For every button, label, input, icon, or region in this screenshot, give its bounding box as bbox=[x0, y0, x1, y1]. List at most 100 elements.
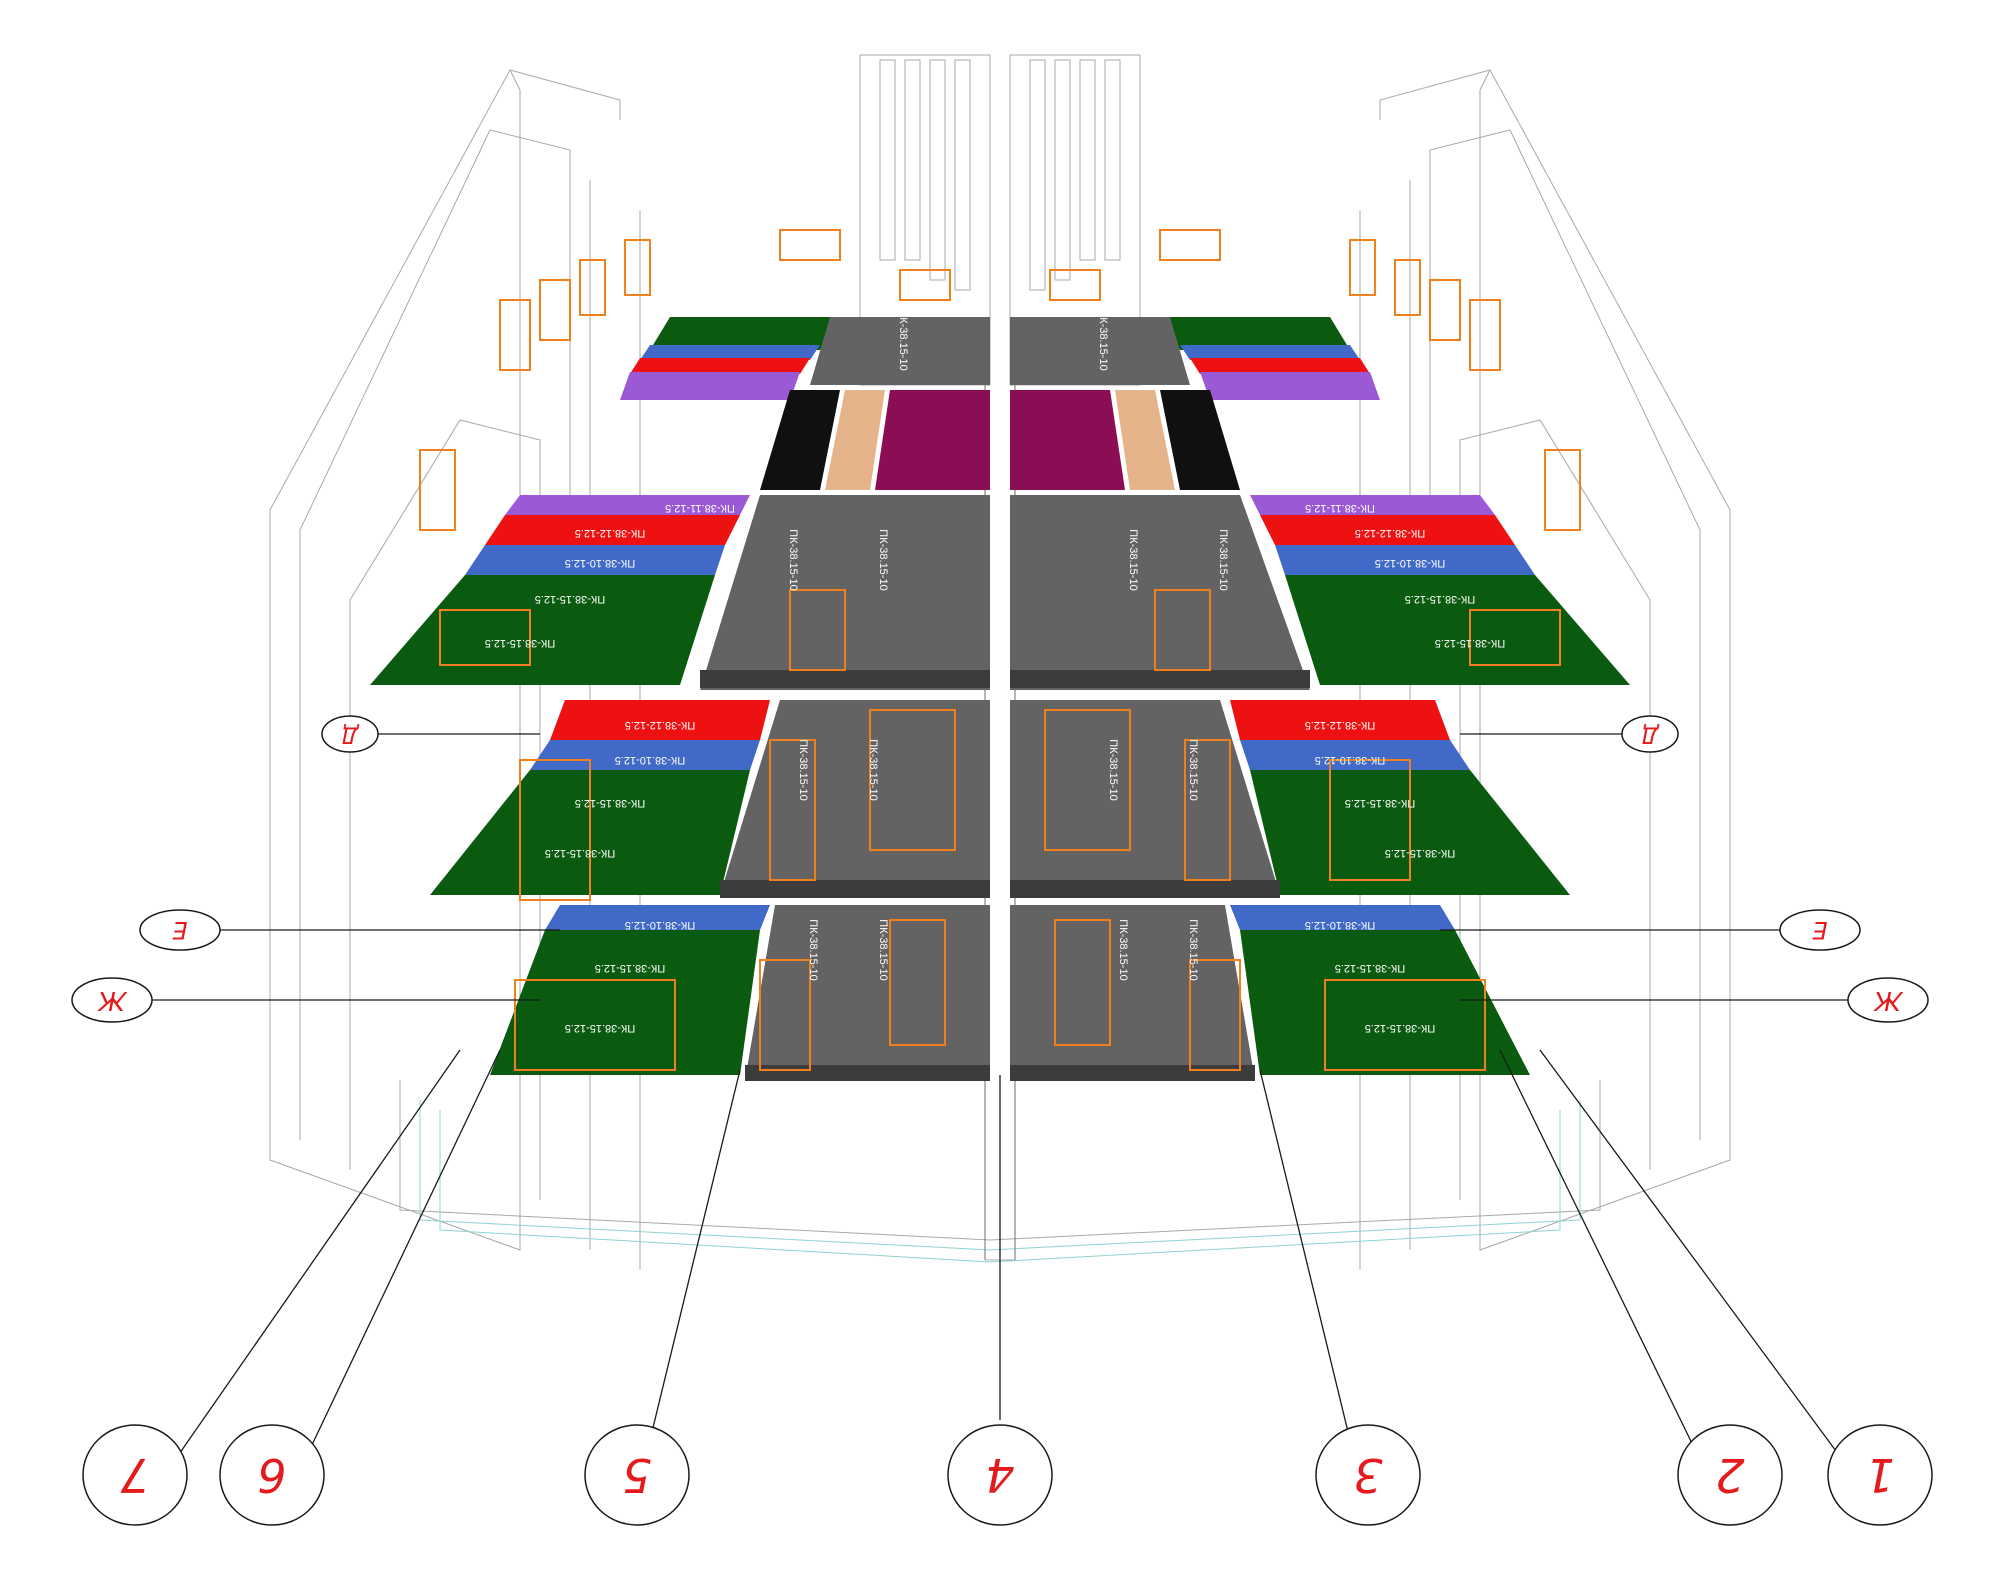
slab-black bbox=[760, 390, 840, 490]
slab-green bbox=[1240, 930, 1530, 1075]
slab-label-green: ПК-38.15-12.5 bbox=[485, 637, 556, 649]
slab-magenta bbox=[1010, 390, 1125, 490]
slab-label-grey: ПК-38.15-10 bbox=[807, 919, 819, 980]
slab-grey bbox=[1010, 495, 1310, 690]
slab-blue bbox=[465, 545, 725, 575]
slab-label-blue: ПК-38.10-12.5 bbox=[565, 557, 636, 569]
slab-red bbox=[1190, 358, 1370, 374]
axis-label-7: 7 bbox=[120, 1448, 149, 1502]
slab-label-green: ПК-38.15-12.5 bbox=[575, 797, 646, 809]
slab-blue bbox=[1275, 545, 1535, 575]
slab-label-red: ПК-38.12-12.5 bbox=[575, 527, 646, 539]
slab-green bbox=[490, 930, 760, 1075]
axis-label-5: 5 bbox=[622, 1448, 651, 1502]
slab-label-grey: ПК-38.15-10 bbox=[1097, 309, 1109, 370]
slab-label-blue: ПК-38.10-12.5 bbox=[1315, 754, 1386, 766]
slab-magenta bbox=[875, 390, 990, 490]
slab-grey bbox=[720, 700, 990, 895]
slab-red bbox=[1230, 700, 1450, 740]
axis-label-d-right: Д bbox=[1641, 722, 1659, 747]
slab-grey bbox=[810, 317, 990, 385]
axis-bubble-d-right bbox=[1621, 715, 1679, 753]
slab-label-grey: ПК-38.15-10 bbox=[867, 739, 879, 800]
slab-purple bbox=[1250, 495, 1495, 515]
slab-purple bbox=[505, 495, 750, 515]
axis-bubble-2 bbox=[1677, 1424, 1783, 1526]
slab-labels: ПК-38.11-12.5 ПК-38.12-12.5 ПК-38.10-12.… bbox=[485, 309, 1506, 1034]
axis-label-zh-left: Ж bbox=[97, 985, 128, 1015]
axis-bubble-5 bbox=[584, 1424, 690, 1526]
slab-green bbox=[650, 317, 840, 350]
slab-red bbox=[1260, 515, 1515, 545]
slab-red bbox=[630, 358, 810, 374]
ground-floor-slabs bbox=[490, 905, 1530, 1081]
slab-label-grey: ПК-38.15-10 bbox=[1127, 529, 1139, 590]
slab-grey bbox=[1010, 905, 1255, 1080]
slab-label-grey: ПК-38.15-10 bbox=[1117, 919, 1129, 980]
axis-leaders bbox=[150, 733, 1851, 1471]
slab-grey bbox=[1010, 700, 1280, 895]
axis-label-e-right: Е bbox=[1812, 916, 1828, 944]
slab-tan bbox=[1115, 390, 1175, 490]
axis-label-e-left: Е bbox=[172, 916, 188, 944]
slab-label-grey: ПК-38.15-10 bbox=[1217, 529, 1229, 590]
slab-label-blue: ПК-38.10-12.5 bbox=[625, 919, 696, 931]
slab-label-red: ПК-38.12-12.5 bbox=[625, 719, 696, 731]
slab-label-grey: ПК-38.15-10 bbox=[787, 529, 799, 590]
slab-label-green: ПК-38.15-12.5 bbox=[1405, 593, 1476, 605]
axis-bubbles-side: Д Д Е Е Ж Ж bbox=[71, 715, 1929, 1023]
window-frames bbox=[419, 229, 1581, 531]
slab-label-green: ПК-38.15-12.5 bbox=[595, 962, 666, 974]
slab-blue bbox=[1180, 345, 1360, 360]
slab-label-green: ПК-38.15-12.5 bbox=[1345, 797, 1416, 809]
slab-label-red: ПК-38.12-12.5 bbox=[1355, 527, 1426, 539]
axis-label-6: 6 bbox=[257, 1448, 286, 1502]
axis-label-4: 4 bbox=[985, 1448, 1014, 1502]
slab-purple bbox=[1200, 372, 1380, 400]
axis-bubble-1 bbox=[1827, 1424, 1933, 1526]
axis-label-zh-right: Ж bbox=[1873, 985, 1904, 1015]
slab-label-grey: ПК-38.15-10 bbox=[1187, 739, 1199, 800]
slab-blue bbox=[1230, 905, 1455, 930]
slab-blue bbox=[1240, 740, 1470, 770]
door-frames bbox=[439, 589, 1561, 1071]
slab-label-grey: ПК-38.15-10 bbox=[877, 529, 889, 590]
slab-label-green: ПК-38.15-12.5 bbox=[1385, 847, 1456, 859]
axis-bubble-d-left bbox=[321, 715, 379, 753]
slab-label-green: ПК-38.15-12.5 bbox=[1365, 1022, 1436, 1034]
slab-label-blue: ПК-38.10-12.5 bbox=[1375, 557, 1446, 569]
axis-bubble-zh-right bbox=[1847, 977, 1929, 1023]
slab-label-grey: ПК-38.15-10 bbox=[797, 739, 809, 800]
slab-green bbox=[1285, 575, 1630, 685]
slab-grey bbox=[745, 905, 990, 1080]
slab-label-green: ПК-38.15-12.5 bbox=[565, 1022, 636, 1034]
slab-label-purple: ПК-38.11-12.5 bbox=[665, 502, 735, 514]
slab-red bbox=[485, 515, 740, 545]
axis-label-2: 2 bbox=[1715, 1448, 1744, 1502]
slab-purple bbox=[620, 372, 800, 400]
top-floor-slabs bbox=[620, 317, 1380, 490]
slab-tan bbox=[825, 390, 885, 490]
slab-label-green: ПК-38.15-12.5 bbox=[545, 847, 616, 859]
slab-label-grey: ПК-38.15-10 bbox=[1107, 739, 1119, 800]
axis-bubble-e-right bbox=[1779, 909, 1861, 951]
slab-label-green: ПК-38.15-12.5 bbox=[1435, 637, 1506, 649]
axis-bubble-6 bbox=[219, 1424, 325, 1526]
axis-bubbles-bottom: 7 6 5 4 3 2 1 bbox=[82, 1424, 1933, 1526]
slab-label-green: ПК-38.15-12.5 bbox=[1335, 962, 1406, 974]
axis-label-d-left: Д bbox=[341, 722, 359, 747]
slab-label-grey: ПК-38.15-10 bbox=[1187, 919, 1199, 980]
slab-green bbox=[1160, 317, 1350, 350]
slab-label-green: ПК-38.15-12.5 bbox=[535, 593, 606, 605]
axis-bubble-e-left bbox=[139, 909, 221, 951]
slab-label-blue: ПК-38.10-12.5 bbox=[615, 754, 686, 766]
axis-bubble-7 bbox=[82, 1424, 188, 1526]
slab-label-blue: ПК-38.10-12.5 bbox=[1305, 919, 1376, 931]
axis-label-3: 3 bbox=[1353, 1448, 1382, 1502]
axis-bubble-4 bbox=[947, 1424, 1053, 1526]
axis-bubble-3 bbox=[1315, 1424, 1421, 1526]
slab-blue bbox=[530, 740, 760, 770]
slab-label-purple: ПК-38.11-12.5 bbox=[1305, 502, 1375, 514]
middle-floor-slabs bbox=[370, 495, 1630, 690]
